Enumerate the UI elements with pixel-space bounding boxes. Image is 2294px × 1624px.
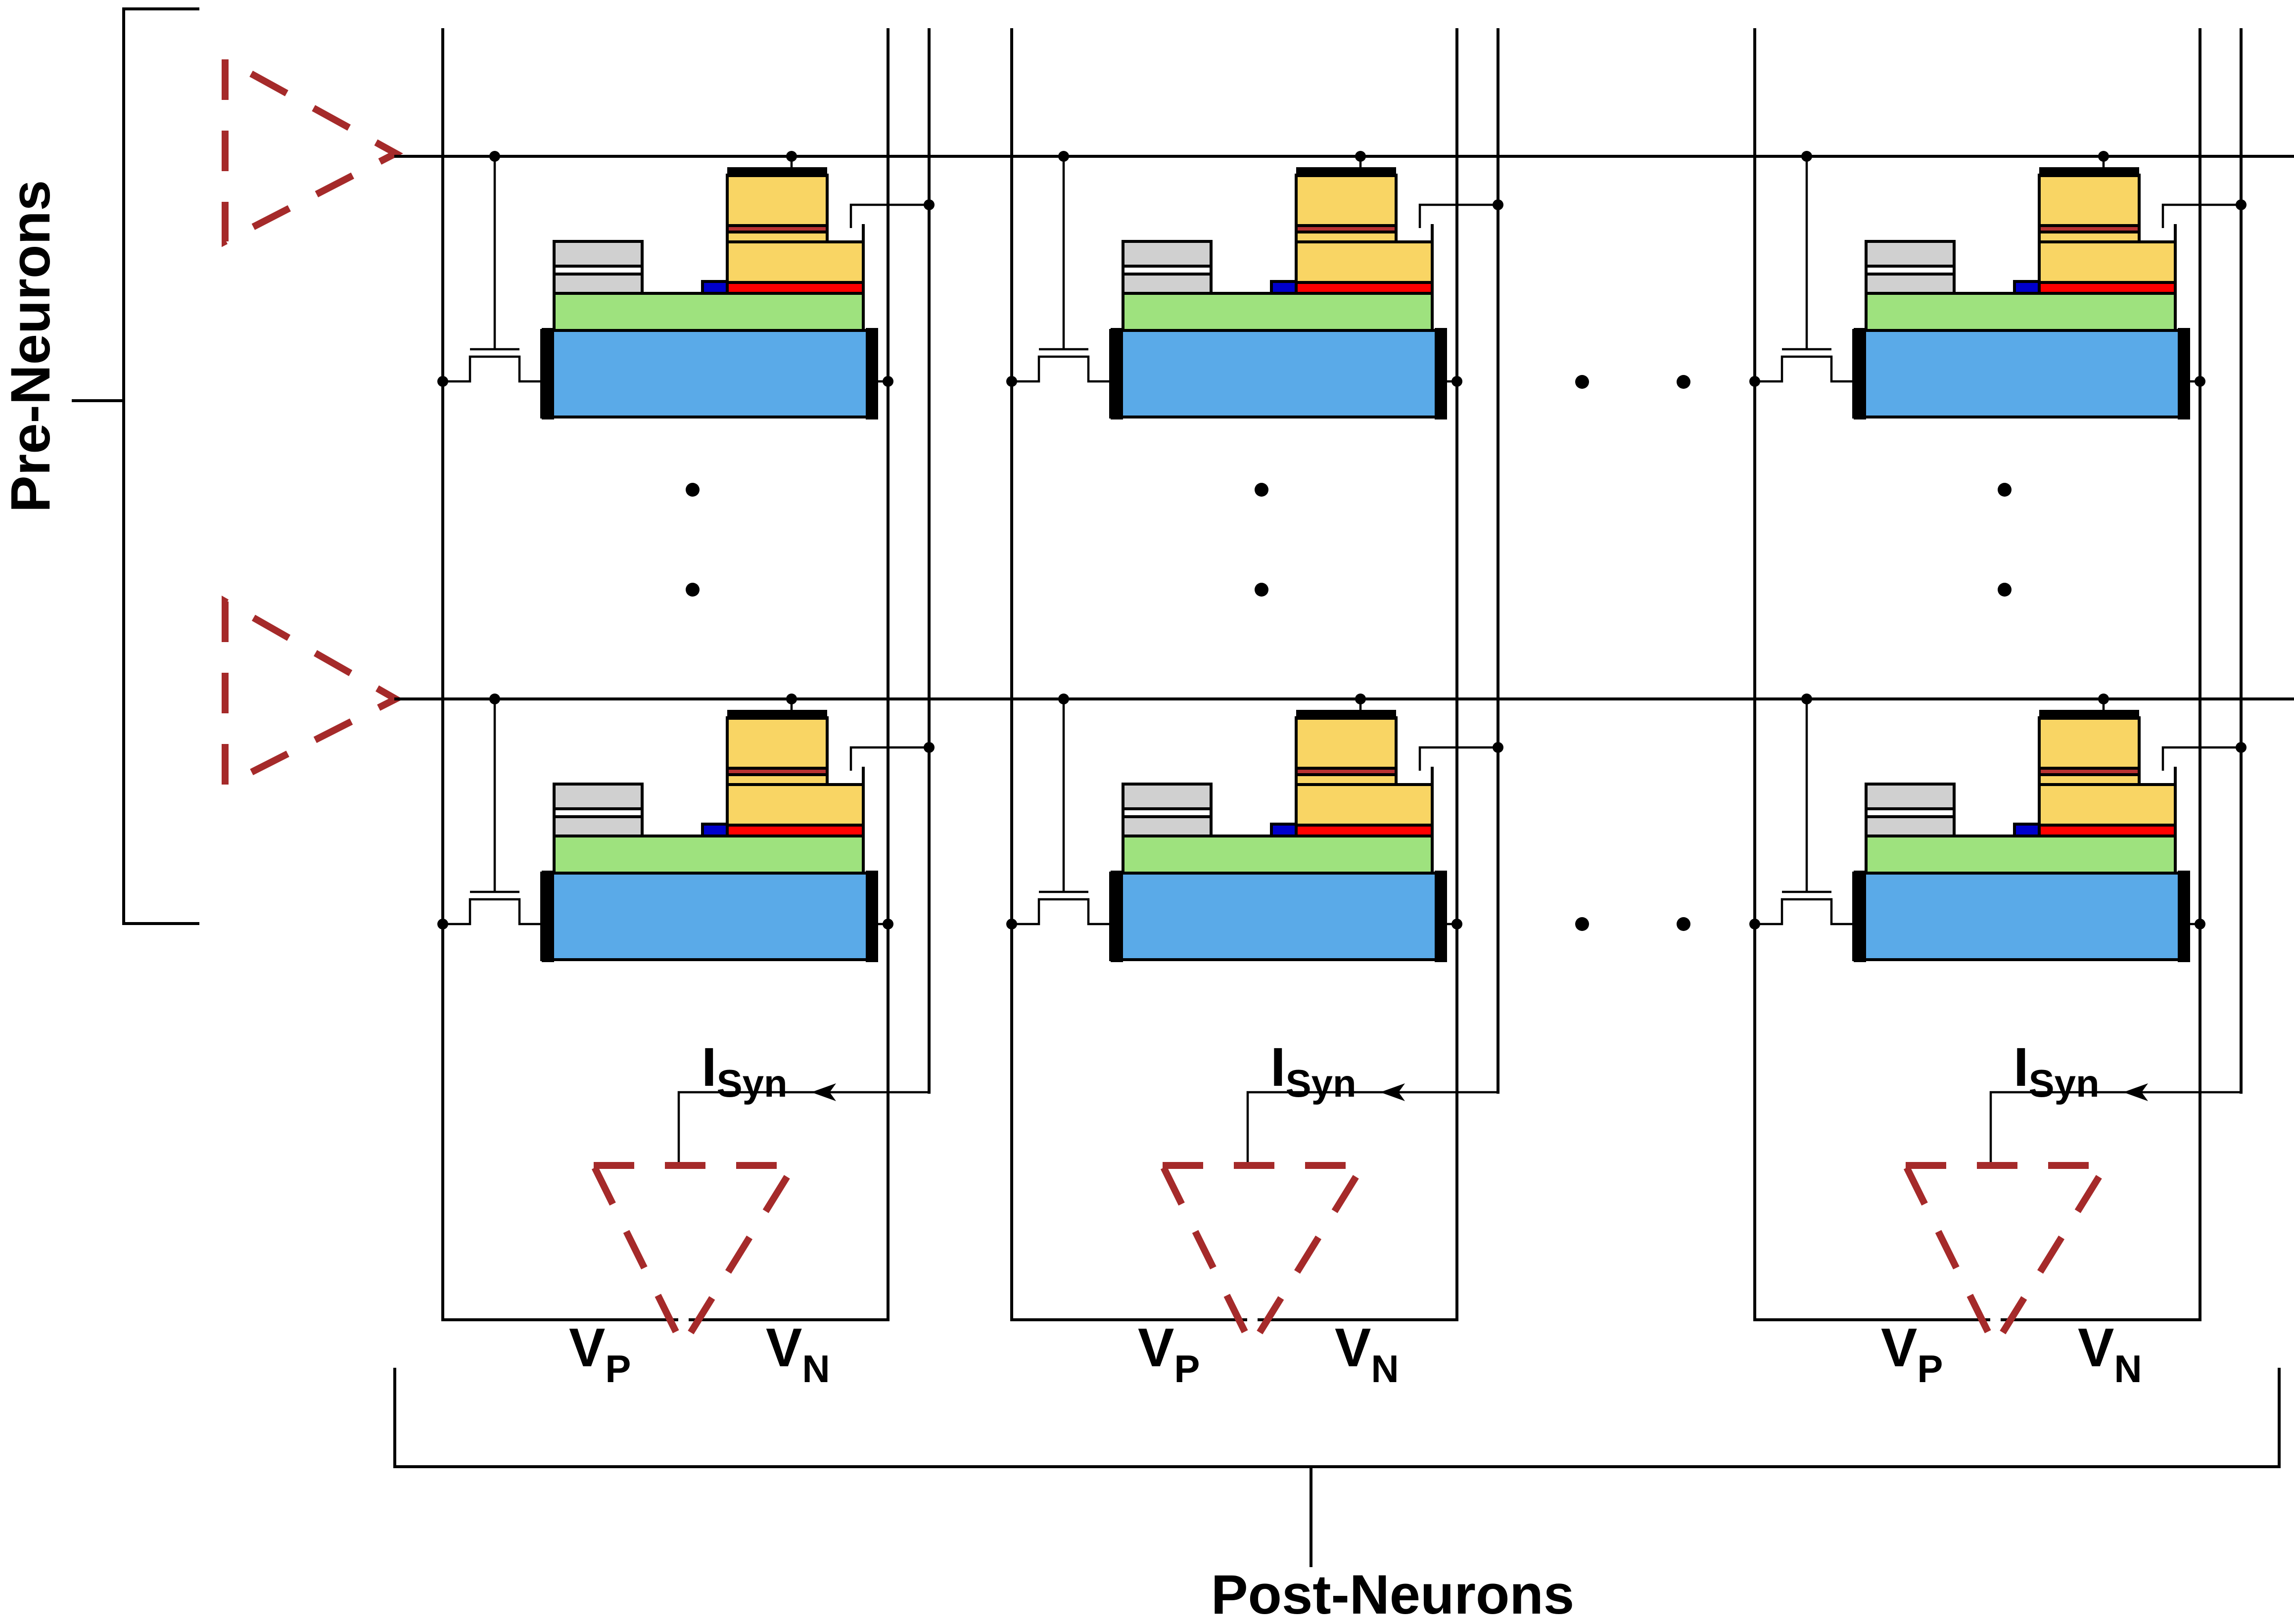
column-ellipsis xyxy=(1575,375,1690,931)
vp-label-c2: VP xyxy=(1138,1317,1200,1391)
synapse-cell-r2-c2 xyxy=(1006,694,1503,962)
vn-label-c2: VN xyxy=(1335,1317,1399,1391)
pre-neuron-amplifier-row-2 xyxy=(222,595,403,791)
synapse-cell-r2-c1 xyxy=(437,694,935,962)
vp-label-c1: VP xyxy=(569,1317,631,1391)
column-3: ISyn VP VN xyxy=(1749,30,2247,1391)
isyn-label-c1: ISyn xyxy=(702,1037,788,1105)
synapse-cell-r1-c3 xyxy=(1749,151,2247,419)
vn-label-c1: VN xyxy=(766,1317,830,1391)
post-neurons-bracket xyxy=(393,1368,2281,1567)
synapse-cell-r1-c1 xyxy=(437,151,935,419)
post-neurons-label: Post-Neurons xyxy=(1211,1564,1574,1624)
pre-neuron-amplifier-row-1 xyxy=(222,53,403,247)
column-2: ISyn VP VN xyxy=(1006,30,1503,1391)
vn-label-c3: VN xyxy=(2078,1317,2142,1391)
column-1: ISyn VP VN xyxy=(437,30,935,1391)
vp-label-c3: VP xyxy=(1881,1317,1943,1391)
pre-neurons-bracket xyxy=(72,7,199,925)
isyn-label-c2: ISyn xyxy=(1270,1037,1357,1105)
pre-neurons-label: Pre-Neurons xyxy=(0,180,61,512)
synapse-cell-r2-c3 xyxy=(1749,694,2247,962)
synapse-cell-r1-c2 xyxy=(1006,151,1503,419)
isyn-label-c3: ISyn xyxy=(2013,1037,2100,1105)
